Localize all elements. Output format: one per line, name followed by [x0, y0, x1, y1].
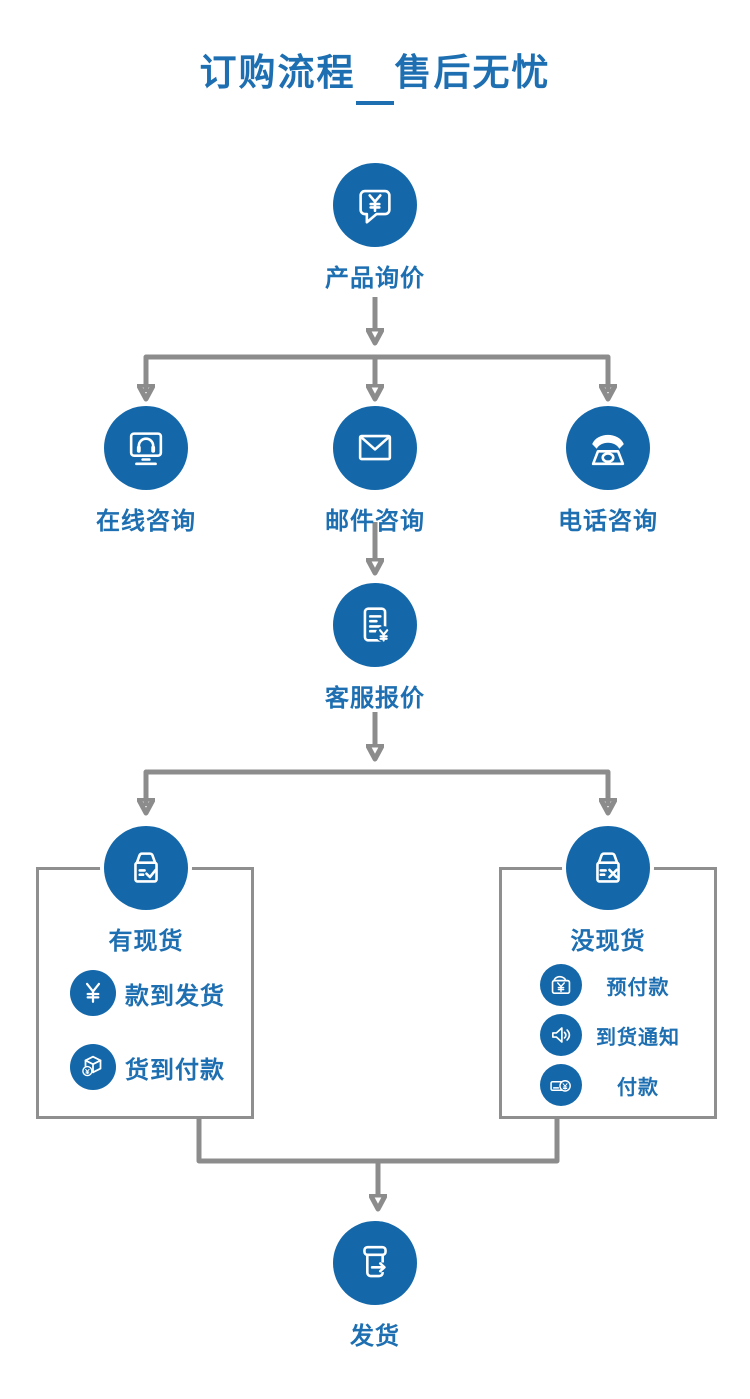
node-label: 邮件咨询 — [325, 508, 425, 535]
telephone-icon — [566, 406, 650, 490]
item-label: 货到付款 — [125, 1056, 225, 1084]
merge-bracket — [196, 1118, 560, 1164]
box-check-icon — [104, 826, 188, 910]
yen-icon — [70, 970, 116, 1016]
box-x-icon — [566, 826, 650, 910]
speaker-icon — [540, 1014, 582, 1056]
list-item-arrival-notice: 到货通知 — [540, 1014, 694, 1056]
shipping-box-icon — [333, 1221, 417, 1305]
node-in-stock: 有现货 — [104, 826, 188, 956]
node-email-consult: 邮件咨询 — [325, 406, 425, 536]
list-item-payment-first: 款到发货 — [70, 970, 225, 1016]
item-label: 到货通知 — [596, 1026, 680, 1049]
item-label: 预付款 — [606, 976, 670, 999]
online-support-icon — [104, 406, 188, 490]
list-item-pay: 付款 — [540, 1064, 694, 1106]
quotation-doc-icon — [333, 583, 417, 667]
email-icon — [333, 406, 417, 490]
title-underline-decoration — [356, 101, 394, 105]
page-title: 订购流程 售后无忧 — [199, 52, 551, 93]
node-label: 电话咨询 — [558, 508, 658, 535]
item-label: 款到发货 — [125, 982, 225, 1010]
list-item-cod: 货到付款 — [70, 1044, 225, 1090]
node-ship: 发货 — [333, 1221, 417, 1351]
node-label: 没现货 — [570, 928, 646, 955]
wallet-yen-icon — [540, 964, 582, 1006]
node-phone-consult: 电话咨询 — [558, 406, 658, 536]
node-product-inquiry: 产品询价 — [325, 163, 425, 293]
card-yen-coin-icon — [540, 1064, 582, 1106]
node-online-consult: 在线咨询 — [96, 406, 196, 536]
node-service-quote: 客服报价 — [325, 583, 425, 713]
node-label: 产品询价 — [325, 265, 425, 292]
node-out-of-stock: 没现货 — [566, 826, 650, 956]
item-label: 付款 — [617, 1076, 659, 1099]
list-item-prepay: 预付款 — [540, 964, 694, 1006]
node-label: 有现货 — [108, 928, 184, 955]
parcel-coin-icon — [70, 1044, 116, 1090]
node-label: 在线咨询 — [96, 508, 196, 535]
node-label: 发货 — [350, 1323, 400, 1350]
node-label: 客服报价 — [325, 685, 425, 712]
chat-yen-icon — [333, 163, 417, 247]
split-stock-bracket — [143, 769, 611, 806]
